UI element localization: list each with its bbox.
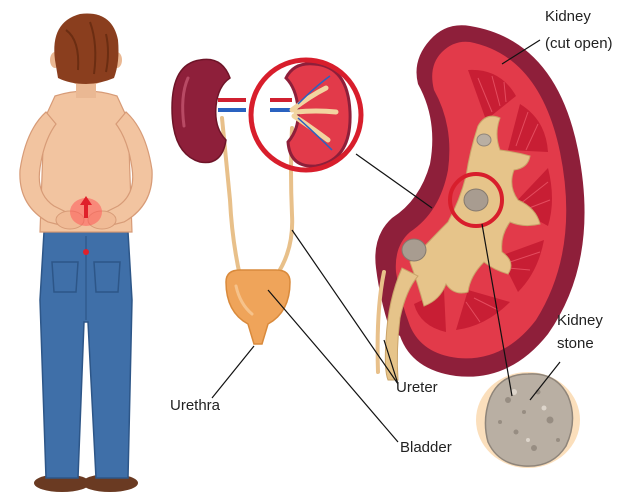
hair-strands [65,21,109,75]
back-pocket-right [93,261,121,293]
leader-kidney [501,39,541,65]
kidney-label: Kidney [545,8,591,25]
enlarged-stone [476,372,580,468]
urinary-system [171,57,364,345]
small-kidney-pelvis [289,85,339,143]
bladder-shine [234,284,254,316]
small-kidney-highlight-ring [248,57,364,173]
torso [39,90,133,233]
small-kidney-shine [181,76,190,128]
urethra-label: Urethra [170,397,221,414]
leader-stone [529,361,561,401]
stone-body [484,373,574,467]
ureter-label: Ureter [396,379,438,396]
kidney-stone-label-line1: Kidney [557,312,603,329]
large-kidney-ureter [384,267,419,381]
leader-ureter-b [383,339,399,385]
stone-texture [498,389,560,451]
man-figure [19,13,153,492]
leader-stone-ring [481,223,513,397]
bladder-label: Bladder [400,439,452,456]
leader-urethra [211,345,255,399]
kidney-stone-label-line2: stone [557,335,594,352]
large-kidney [375,25,585,381]
leader-lines [211,39,561,443]
small-kidney-right [284,62,352,168]
leader-ureter-a [291,229,399,385]
leader-bladder [267,289,399,443]
pain-mark [80,196,92,218]
kidney-cut-open-label: (cut open) [545,35,613,52]
small-kidney-veins [297,75,333,151]
stone-in-ring [463,188,489,212]
small-stone-lower [401,238,427,262]
jeans [39,231,133,479]
stone-highlight-ring [448,172,504,228]
back-pocket-left [51,261,79,293]
pain-dot [83,249,89,255]
stone-highlights [511,389,547,442]
leader-ring-to-kidney [355,153,433,209]
ureter-tube-left [375,270,386,374]
small-stone-upper [476,133,492,147]
hair [54,13,119,84]
bladder [225,269,291,345]
